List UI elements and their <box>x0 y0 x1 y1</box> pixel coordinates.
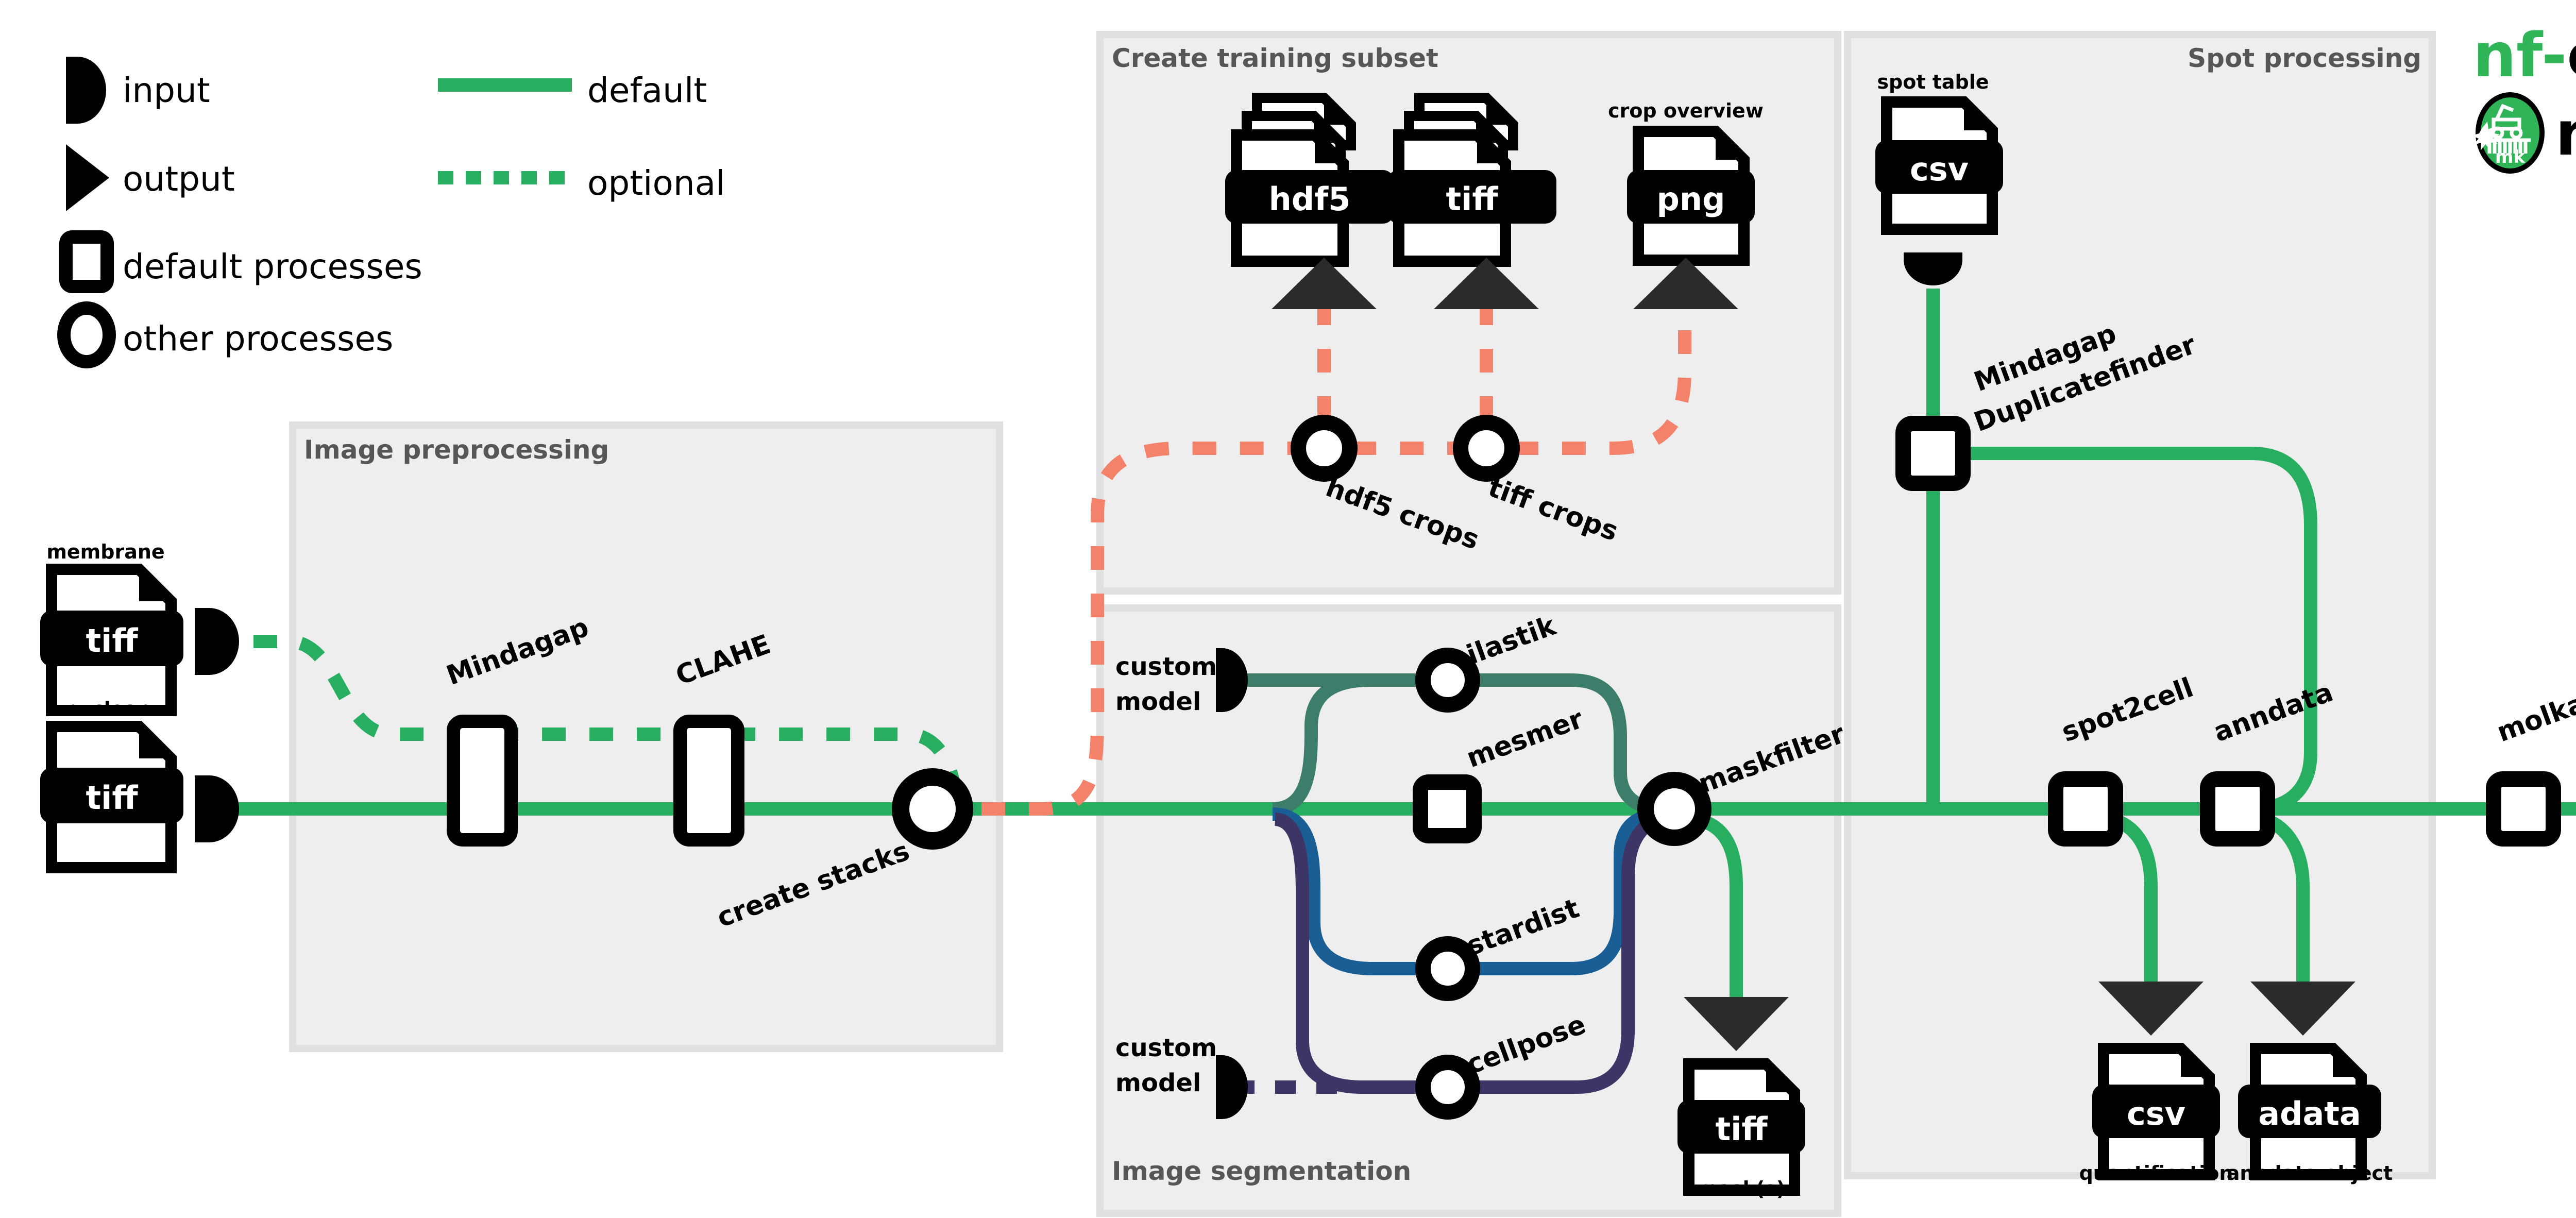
output-file-anndata-object: adata anndata object <box>2227 1043 2393 1185</box>
input-ext-spot-table: csv <box>1910 150 1969 188</box>
legend: input output default processes other pro… <box>57 57 725 368</box>
panel-title-preprocessing: Image preprocessing <box>304 435 609 465</box>
output-arrow-icon <box>2250 982 2355 1036</box>
input-shape-icon <box>195 608 239 675</box>
output-arrow-icon <box>66 144 109 211</box>
legend-label-default-processes: default processes <box>123 247 422 286</box>
output-ext-hdf5: hdf5 <box>1269 180 1351 218</box>
output-caption-mask: mask(s) <box>1698 1177 1785 1200</box>
output-file-quantification: csv quantification <box>2079 1043 2233 1185</box>
panel-title-training-subset: Create training subset <box>1112 43 1438 73</box>
input-shape-icon <box>66 57 106 124</box>
circle-node-icon <box>57 301 116 368</box>
logo-nf-colored: nf- <box>2473 20 2567 91</box>
custom-model-label-line1: custom <box>1115 1034 1217 1062</box>
lawn-mower-icon: mk <box>2471 92 2545 174</box>
output-file-mask: tiff mask(s) <box>1677 1058 1805 1200</box>
custom-model-label-line2: model <box>1115 1069 1201 1097</box>
legend-label-default-line: default <box>587 71 707 110</box>
input-ext-nuclear: tiff <box>86 779 138 817</box>
output-caption-quantification: quantification <box>2079 1162 2233 1185</box>
input-shape-icon <box>195 775 239 842</box>
panel-title-segmentation: Image segmentation <box>1112 1156 1411 1186</box>
output-ext-tiff-crops: tiff <box>1446 180 1498 218</box>
input-shape-icon <box>1216 648 1248 712</box>
legend-label-other-processes: other processes <box>123 319 393 359</box>
output-ext-png: png <box>1657 180 1725 218</box>
input-caption-nuclear: nuclear <box>64 698 147 720</box>
logo-core-black: core/ <box>2567 20 2576 91</box>
output-caption-crop-overview: crop overview <box>1608 99 1764 122</box>
custom-model-label-line2: model <box>1115 687 1201 716</box>
edge-duplicatefinder-right <box>1953 447 2317 816</box>
logo-org-prefix: nf-core/ <box>2473 20 2576 91</box>
output-arrow-icon <box>1434 258 1539 309</box>
input-file-membrane: membrane tiff <box>40 540 239 716</box>
panel-title-spot-processing: Spot processing <box>2188 43 2421 73</box>
edge-tiffcrops-to-png <box>1515 309 1691 455</box>
edge-membrane-optional <box>206 635 962 797</box>
input-ext-membrane: tiff <box>86 622 138 659</box>
output-arrow-icon <box>1272 258 1377 309</box>
input-file-spot-table: spot table csv <box>1875 71 2003 285</box>
input-shape-icon <box>1904 252 1962 285</box>
output-ext-anndata: adata <box>2258 1095 2361 1132</box>
logo-pipeline-name: molkart <box>2555 98 2576 169</box>
input-caption-spot-table: spot table <box>1877 71 1989 93</box>
node-label-molkartqc: molkartqc <box>2493 667 2576 749</box>
output-arrow-icon <box>2098 982 2204 1036</box>
legend-label-optional-line: optional <box>587 163 725 203</box>
output-ext-mask: tiff <box>1715 1110 1768 1148</box>
output-arrow-icon <box>1684 997 1789 1051</box>
logo-badge-text: mk <box>2495 147 2526 167</box>
logo: nf-core/ molkart mk <box>2471 20 2576 174</box>
legend-label-output: output <box>123 159 235 199</box>
custom-model-label-line1: custom <box>1115 652 1217 681</box>
output-ext-quantification: csv <box>2127 1095 2185 1132</box>
output-file-tiff-crops: tiff <box>1387 93 1556 267</box>
output-arrow-icon <box>1633 258 1738 309</box>
custom-model-cellpose: custom model <box>1115 1034 1248 1119</box>
custom-model-ilastik: custom model <box>1115 648 1248 716</box>
output-file-hdf5: hdf5 <box>1225 93 1394 267</box>
input-shape-icon <box>1216 1055 1248 1119</box>
legend-label-input: input <box>123 71 210 110</box>
output-file-png: crop overview png <box>1608 99 1764 266</box>
input-caption-membrane: membrane <box>46 540 164 563</box>
square-node-icon <box>59 230 114 293</box>
edge-branch-stardist <box>1272 807 1665 975</box>
output-caption-anndata: anndata object <box>2227 1162 2393 1185</box>
input-file-nuclear: nuclear tiff <box>40 698 239 873</box>
